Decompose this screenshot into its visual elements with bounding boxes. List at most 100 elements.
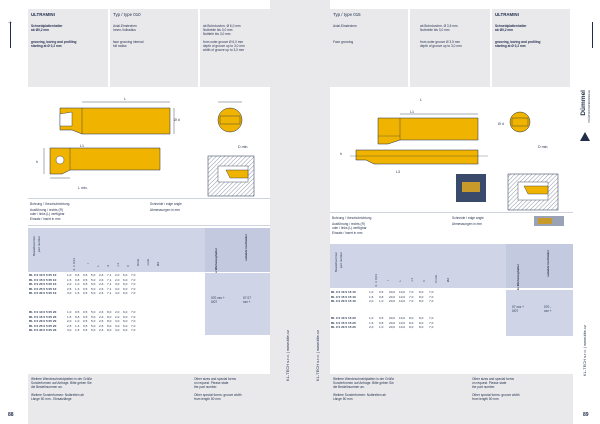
table-cell-L: 20,0 (389, 320, 396, 325)
block-line: from outer groove Ø 6,0 mm (203, 40, 244, 44)
table-cell-r: 0,8 (75, 277, 80, 282)
table-cell-b: 2,0 (67, 319, 72, 324)
table-cell-lmin: 6,0 (123, 282, 128, 287)
table-cell-od: 7,0 (429, 320, 434, 325)
table-cell-pn: RL 0 0 25 0 5 05 20 (29, 323, 57, 328)
block-line: face grooving internal (113, 40, 144, 44)
table-cell-L: 20,0 (389, 316, 396, 320)
header-block-type: Typ / type 015 Axial-Einstechen Face gro… (330, 9, 408, 87)
block-line: starting at Ø 0,2 mm (31, 44, 62, 48)
table-cell-pn: RL 0 0 15 0 5 05 10 (29, 277, 57, 282)
table-cell-dmin: 3,0 (115, 286, 120, 291)
table-cell-h: 8,0 (107, 310, 112, 314)
table-cell-b: 3,0 (67, 328, 72, 333)
table-cell-h: 7,0 (409, 299, 414, 304)
dealer-text: KL-TECH s.r.o. | www.klte.cz (285, 330, 290, 382)
table-cell-b: 2,5 (67, 323, 72, 328)
table-cell-r: 1,3 (75, 323, 80, 328)
table-cell-b: 2,5 (67, 286, 72, 291)
table-cell-dmin: 8,0 (419, 320, 424, 325)
note: oder / links (L) verfügbar (332, 226, 367, 230)
footer-line: on request. Please state (194, 381, 229, 385)
block-line: grooving, boring and profiling (31, 40, 77, 44)
col-header-od: Ød (446, 278, 450, 283)
table-cell-L: 20,0 (389, 290, 396, 294)
block-line: Axial-Einstechen (333, 24, 357, 28)
table-cell-od: 7,0 (131, 286, 136, 291)
col-header-l: L (96, 265, 100, 267)
page-number: 88 (8, 412, 14, 418)
block-title: Typ / type 015 (333, 12, 361, 17)
block-line: Schneidplattenhalter (495, 24, 527, 28)
page-number: 89 (583, 412, 589, 418)
table-cell-lmin: 6,0 (123, 291, 128, 296)
holder-value: 07 07 (243, 296, 251, 300)
table-cell-r: 0,8 (75, 314, 80, 319)
col-header-partnumber-de: Bestellnummer (334, 252, 338, 273)
table-cell-od: 7,0 (131, 323, 136, 328)
holder-value: 07 xxx + (512, 305, 524, 309)
table-cell-h: 8,0 (409, 325, 414, 330)
holder-value: 070 xxx + (211, 296, 225, 300)
table-cell-L1: 2,6 (99, 286, 104, 291)
table-cell-pn: RL 0 0 20 0 15 20 (331, 325, 356, 330)
block-title: ULTRAMINI (31, 12, 55, 17)
block-line: Nutbreite bis 3,0 mm (420, 28, 450, 32)
table-cell-d: 5,0 (91, 273, 96, 277)
header-block-ultramini: ULTRAMINI Schneidplattenhalter ab Ø0,2 m… (28, 9, 108, 87)
table-cell-pn: RL 0 0 15 0 5 05 20 (29, 314, 57, 319)
table-cell-L1: 2,6 (99, 277, 104, 282)
dim-label-h: h (340, 152, 342, 156)
note: Ausführung / rechts (R) (30, 208, 63, 212)
table-cell-r: 1,5 (75, 328, 80, 333)
footer-line: Other special forms: groove width (194, 393, 242, 397)
table-cell-d: 5,0 (91, 323, 96, 328)
table-cell-r: 0,5 (75, 310, 80, 314)
block-line: Innen-Vollradius (113, 28, 136, 32)
table-cell-dmin: 4,0 (115, 291, 120, 296)
footer-line: die Bestellnummer an. (333, 385, 365, 389)
table-cell-r: 1,0 (75, 282, 80, 287)
table-cell-r: 1,3 (75, 286, 80, 291)
table-cell-pn: RL 0 0 15 0 15 10 (331, 294, 356, 299)
table-cell-dmin: 8,0 (419, 290, 424, 294)
table-cell-pn: RL 0 0 10 0 15 20 (331, 316, 356, 320)
table-cell-h: 7,1 (107, 282, 112, 287)
block-title: Typ / type 010 (113, 12, 141, 17)
col-header-dmin: Dmin. (136, 258, 140, 266)
dim-label-lmin: L min. (78, 186, 88, 190)
table-cell-b: 3,0 (67, 291, 72, 296)
table-cell-d: 5,0 (91, 282, 96, 287)
block-line: depth of groove up to 3,0 mm (203, 44, 245, 48)
dim-label-dmin: D min. (538, 145, 549, 149)
footer-line: Länge 50 mm (333, 397, 353, 401)
spine: KL-TECH s.r.o. | www.klte.cz KL-TECH s.r… (270, 0, 330, 424)
left-margin-ornament-top: ⊹ (8, 20, 13, 26)
col-header-d: d (106, 265, 110, 267)
table-cell-pn: RL 0 0 20 0 15 10 (331, 299, 356, 304)
holder-value: 0/07 (211, 300, 218, 304)
table-cell-d: 5,0 (91, 291, 96, 296)
col-header-partnumber-de: Bestellnummer (32, 236, 36, 257)
table-cell-pn: RL 0 0 30 0 5 05 20 (29, 328, 57, 333)
table-cell-h: 8,0 (107, 328, 112, 333)
table-cell-b: 2,0 (369, 299, 374, 304)
col-header-dmin: D min. (434, 274, 438, 283)
footer-line: Weitere Sonderformen: Nutbreiten ab (333, 393, 386, 397)
header-block-specs: ab Bohrdurchm. Ø 6,0 mm Nutbreite bis 3,… (200, 9, 270, 87)
col-header-h: h (126, 265, 130, 267)
table-cell-L: 0,5 (83, 286, 88, 291)
table-cell-d: 5,0 (91, 328, 96, 333)
block-line: ab Ø0,2 mm (495, 28, 514, 32)
table-cell-dmin: 4,0 (115, 328, 120, 333)
header-block-specs: ab Bohrdurchm. Ø 3,5 mm Nutbreite bis 3,… (410, 9, 490, 87)
table-cell-d: 5,0 (91, 319, 96, 324)
dim-label-l1: L1 (80, 144, 84, 148)
